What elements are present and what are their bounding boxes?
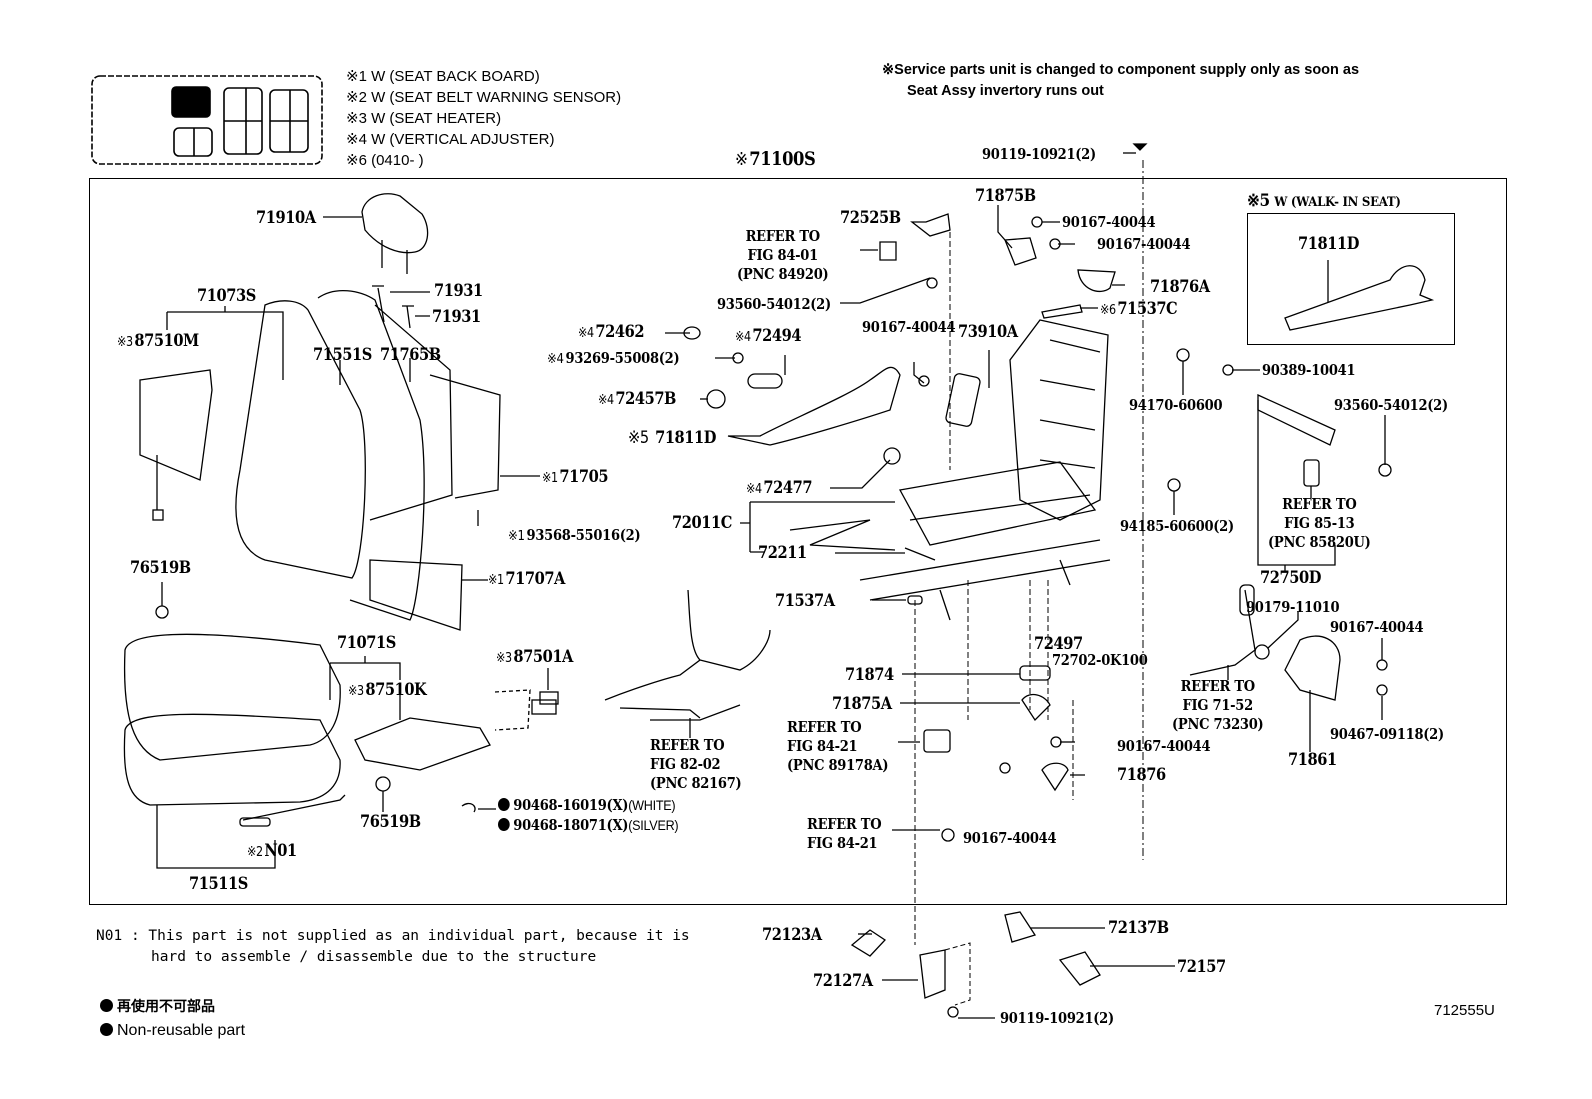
part-label-71811D[interactable]: ※5 71811D	[628, 428, 717, 448]
non-reusable-dot-icon	[498, 798, 510, 811]
leader-lines	[123, 143, 1435, 1019]
walk-in-seat-box	[1247, 213, 1455, 345]
part-label-71071S[interactable]: 71071S	[337, 633, 396, 653]
legend-note-3: ※3 W (SEAT HEATER)	[346, 110, 502, 127]
part-label-90167-40044[interactable]: 90167-40044	[1097, 236, 1191, 253]
legend-note-4: ※4 W (VERTICAL ADJUSTER)	[346, 131, 555, 148]
part-label-71876[interactable]: 71876	[1117, 765, 1166, 785]
part-label-90119-10921[interactable]: 90119-10921(2)	[1000, 1010, 1114, 1027]
part-label-71551S[interactable]: 71551S	[313, 345, 372, 365]
part-label-94170-60600[interactable]: 94170-60600	[1129, 397, 1223, 414]
part-label-90467-09118[interactable]: 90467-09118(2)	[1330, 726, 1444, 743]
part-label-71537A[interactable]: 71537A	[775, 591, 835, 611]
part-label-90468-18071[interactable]: 90468-18071(X)(SILVER)	[498, 817, 679, 834]
service-note-line1: ※Service parts unit is changed to compon…	[882, 62, 1360, 78]
part-label-71811D-walkin[interactable]: 71811D	[1298, 234, 1359, 254]
part-label-71931[interactable]: 71931	[434, 281, 483, 301]
part-label-94185-60600[interactable]: 94185-60600(2)	[1120, 518, 1234, 535]
part-label-71875B[interactable]: 71875B	[975, 186, 1036, 206]
part-label-72127A[interactable]: 72127A	[813, 971, 873, 991]
part-label-90167-40044[interactable]: 90167-40044	[963, 830, 1057, 847]
part-label-90167-40044[interactable]: 90167-40044	[862, 319, 956, 336]
part-label-90179-11010[interactable]: 90179-11010	[1246, 599, 1340, 616]
part-label-90167-40044[interactable]: 90167-40044	[1330, 619, 1424, 636]
legend-note-6: ※6 (0410- )	[346, 152, 424, 169]
part-label-73910A[interactable]: 73910A	[958, 322, 1018, 342]
n01-footnote: N01 : This part is not supplied as an in…	[96, 928, 690, 965]
non-reusable-legend: 再使用不可部品 Non-reusable part	[100, 995, 245, 1043]
part-label-71931[interactable]: 71931	[432, 307, 481, 327]
part-label-72702-0K100[interactable]: 72702-0K100	[1052, 652, 1148, 669]
seat-position-legend-icon	[91, 75, 323, 165]
part-label-71861[interactable]: 71861	[1288, 750, 1337, 770]
figure-id: 712555U	[1434, 1002, 1495, 1019]
part-label-72011C[interactable]: 72011C	[672, 513, 732, 533]
part-label-71073S[interactable]: 71073S	[197, 286, 256, 306]
part-label-90389-10041[interactable]: 90389-10041	[1262, 362, 1356, 379]
part-label-71765B[interactable]: 71765B	[380, 345, 441, 365]
service-note-line2: Seat Assy invertory runs out	[907, 83, 1104, 99]
part-label-71910A[interactable]: 71910A	[256, 208, 316, 228]
part-label-72123A[interactable]: 72123A	[762, 925, 822, 945]
part-label-72211[interactable]: 72211	[758, 543, 807, 563]
part-label-72137B[interactable]: 72137B	[1108, 918, 1169, 938]
legend-note-1: ※1 W (SEAT BACK BOARD)	[346, 68, 540, 85]
part-label-72157[interactable]: 72157	[1177, 957, 1226, 977]
walk-in-box-title: ※5 W (WALK- IN SEAT)	[1247, 191, 1401, 211]
part-label-76519B[interactable]: 76519B	[130, 558, 191, 578]
non-reusable-dot-icon	[498, 818, 510, 831]
part-label-71875A[interactable]: 71875A	[832, 694, 892, 714]
non-reusable-dot-icon	[100, 1023, 113, 1036]
non-reusable-dot-icon	[100, 999, 113, 1012]
part-label-90119-10921[interactable]: 90119-10921(2)	[982, 146, 1096, 163]
diagram-frame	[89, 178, 1507, 905]
part-label-76519B[interactable]: 76519B	[360, 812, 421, 832]
part-label-71511S[interactable]: 71511S	[189, 874, 248, 894]
part-label-93560-54012[interactable]: 93560-54012(2)	[717, 296, 831, 313]
part-label-93560-54012[interactable]: 93560-54012(2)	[1334, 397, 1448, 414]
part-label-72525B[interactable]: 72525B	[840, 208, 901, 228]
part-label-71876A[interactable]: 71876A	[1150, 277, 1210, 297]
legend-note-2: ※2 W (SEAT BELT WARNING SENSOR)	[346, 89, 622, 106]
part-label-71874[interactable]: 71874	[845, 665, 894, 685]
variant-legend: ※1 W (SEAT BACK BOARD) ※2 W (SEAT BELT W…	[346, 66, 621, 171]
part-label-90167-40044[interactable]: 90167-40044	[1117, 738, 1211, 755]
assembly-part-label[interactable]: ※71100S	[735, 148, 816, 170]
part-label-72750D[interactable]: 72750D	[1260, 568, 1321, 588]
part-label-90167-40044[interactable]: 90167-40044	[1062, 214, 1156, 231]
part-label-90468-16019[interactable]: 90468-16019(X)(WHITE)	[498, 797, 676, 814]
part-label-72497[interactable]: 72497	[1034, 634, 1083, 654]
